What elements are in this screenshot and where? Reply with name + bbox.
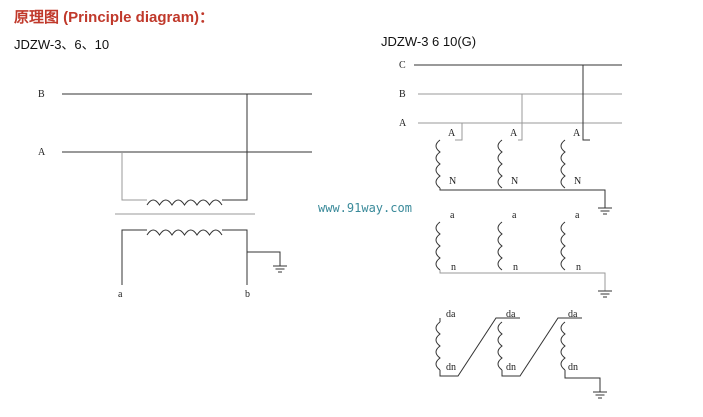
secondary-windings: a a a n n n <box>435 210 613 298</box>
svg-text:a: a <box>512 210 517 221</box>
svg-text:n: n <box>576 262 581 273</box>
svg-text:da: da <box>506 309 516 320</box>
svg-text:n: n <box>451 262 456 273</box>
ground-icon <box>592 391 608 399</box>
terminal-b: b <box>245 289 250 300</box>
svg-text:N: N <box>511 176 518 187</box>
phase-label-a: A <box>399 118 407 129</box>
ground-icon <box>597 207 613 215</box>
right-model-label: JDZW-3 6 10(G) <box>381 34 477 49</box>
ground-icon <box>597 290 613 298</box>
right-diagram: C B A A A A N N N a a a n n n da da da d… <box>399 60 622 399</box>
svg-text:dn: dn <box>506 362 516 373</box>
svg-text:da: da <box>568 309 578 320</box>
svg-text:n: n <box>513 262 518 273</box>
phase-label-c: C <box>399 60 406 71</box>
terminal-a: a <box>118 289 123 300</box>
svg-text:da: da <box>446 309 456 320</box>
page-title: 原理图 (Principle diagram)： <box>14 9 215 26</box>
tertiary-windings: da da da dn dn dn <box>435 309 608 399</box>
phase-label-a: A <box>38 147 46 158</box>
svg-text:N: N <box>449 176 456 187</box>
left-model-label: JDZW-3、6、10 <box>14 37 110 52</box>
left-diagram: B A a b <box>38 89 312 300</box>
secondary-coil <box>146 229 223 236</box>
svg-text:dn: dn <box>446 362 456 373</box>
svg-text:a: a <box>575 210 580 221</box>
svg-text:dn: dn <box>568 362 578 373</box>
svg-text:a: a <box>450 210 455 221</box>
svg-text:A: A <box>510 128 518 139</box>
svg-text:N: N <box>574 176 581 187</box>
svg-text:A: A <box>448 128 456 139</box>
primary-coil <box>146 199 223 206</box>
watermark: www.91way.com <box>318 201 412 215</box>
phase-label-b: B <box>38 89 45 100</box>
ground-icon <box>272 265 288 273</box>
primary-windings: A A A N N N <box>435 128 613 215</box>
svg-text:A: A <box>573 128 581 139</box>
phase-label-b: B <box>399 89 406 100</box>
